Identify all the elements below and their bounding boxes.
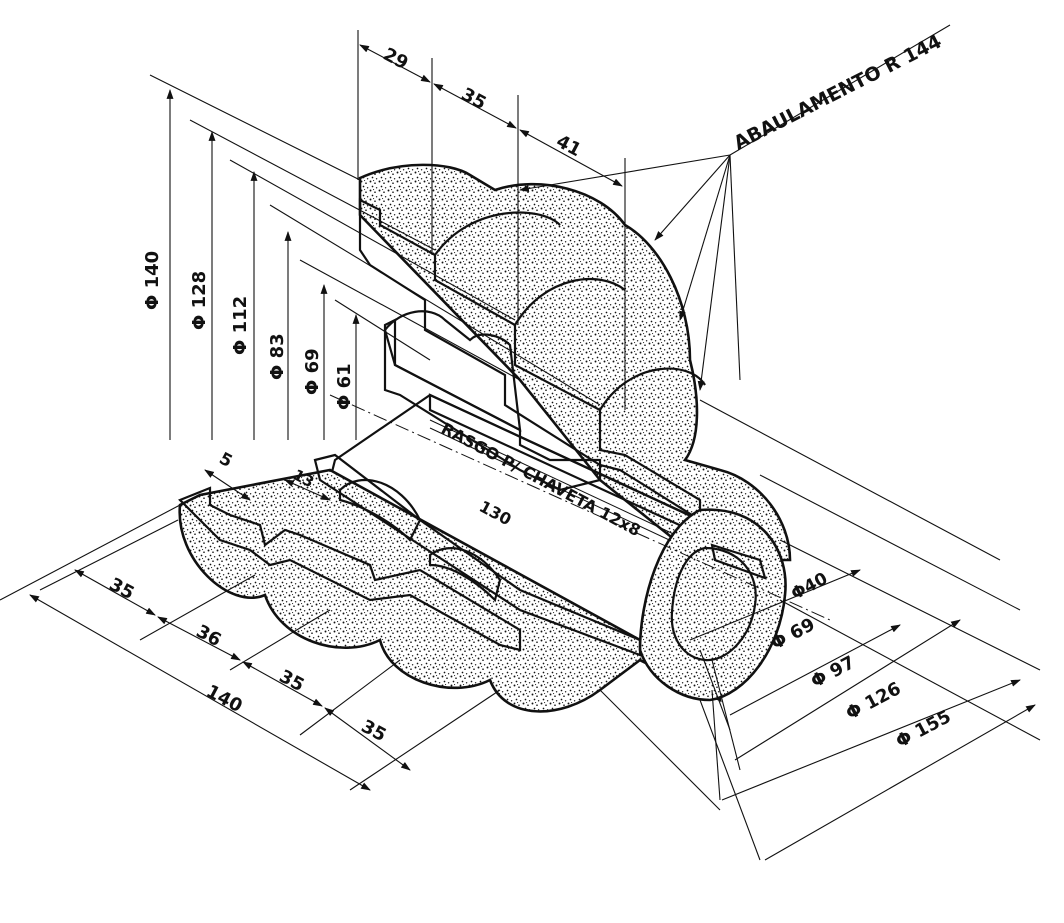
- dim-dia-69: Φ 69: [302, 348, 323, 395]
- lower-hatched-wall: [178, 486, 522, 652]
- label-130: 130: [476, 497, 514, 529]
- end-face-keyway: [710, 543, 767, 580]
- dim-bottom-35b: 35: [276, 666, 308, 696]
- front-inner-arc-2: [428, 547, 502, 603]
- dim-bottom-35a: 35: [106, 574, 138, 604]
- dim-dia-61: Φ 61: [334, 363, 355, 410]
- dim-top-35: 35: [458, 84, 490, 114]
- dim-right-126: Φ 126: [842, 678, 904, 724]
- upper-hatched-wall: [358, 198, 702, 522]
- end-face-bore: [670, 546, 757, 662]
- end-face-outer: [638, 508, 787, 702]
- dim-small-5: 5: [216, 449, 236, 472]
- arc-3: [599, 367, 706, 411]
- dim-bottom-35c: 35: [358, 716, 390, 746]
- dim-right-40: Φ40: [788, 569, 831, 605]
- dim-dia-112: Φ 112: [230, 296, 251, 355]
- dim-top-41: 41: [553, 131, 585, 161]
- note-abaulamento: ABAULAMENTO R 144: [730, 30, 945, 154]
- mid-stipple-cap: [383, 310, 522, 432]
- dim-dia-83: Φ 83: [267, 333, 288, 380]
- upper-stepped-shell: [358, 163, 792, 562]
- front-inner-arc-1: [338, 478, 422, 542]
- stepped-shaft-part: [178, 163, 831, 713]
- dim-right-97: Φ 97: [807, 652, 858, 692]
- dim-right-155: Φ 155: [892, 706, 954, 752]
- arc-1: [434, 211, 561, 256]
- dim-total-140: 140: [203, 681, 246, 717]
- dim-dia-140: Φ 140: [142, 251, 163, 310]
- arc-2: [514, 278, 626, 326]
- dimension-lines: [29, 24, 1036, 861]
- extension-lines: [0, 30, 1041, 861]
- dim-bottom-36: 36: [193, 621, 225, 651]
- dim-dia-128: Φ 128: [189, 271, 210, 330]
